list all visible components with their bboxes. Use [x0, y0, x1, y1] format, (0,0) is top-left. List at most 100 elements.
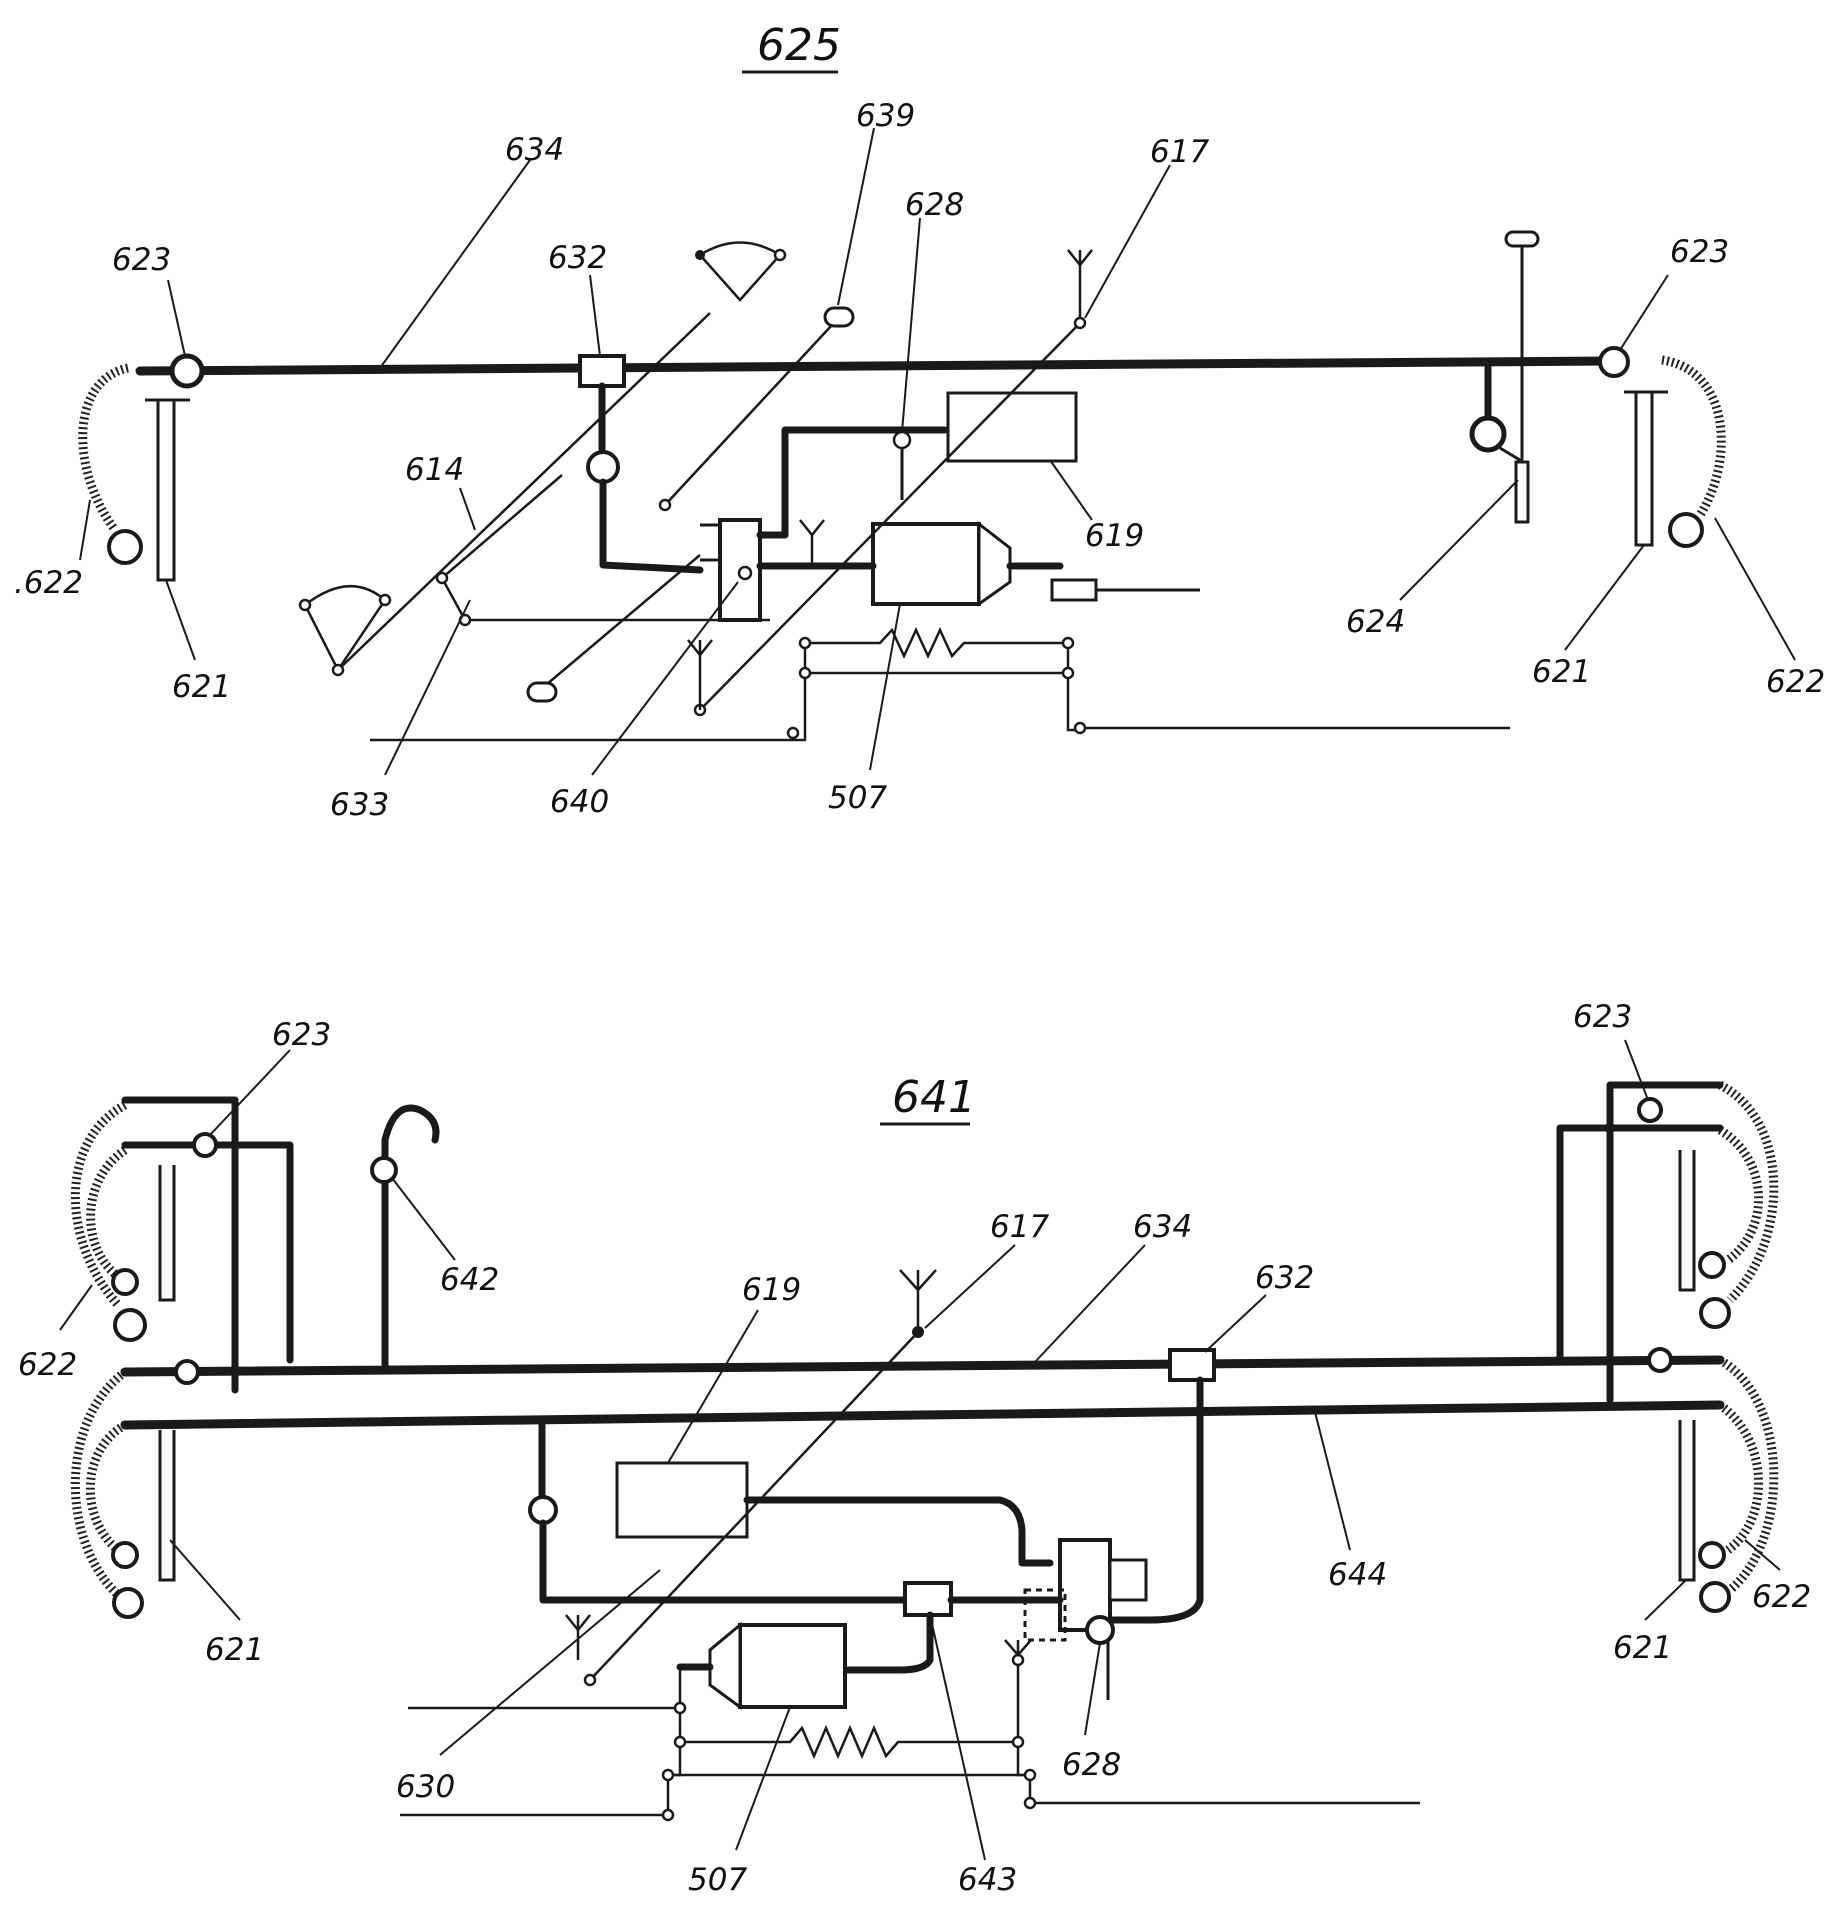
top-640-bracket — [687, 639, 713, 658]
bottom-left-lower-hose-b — [85, 1421, 128, 1554]
top-label-617: 617 — [1150, 134, 1209, 170]
top-label-621-right: 621 — [1532, 654, 1591, 690]
top-linkage-node-614 — [435, 571, 449, 585]
top-left-angle-cock-623 — [169, 353, 205, 389]
bottom-frame-node-c — [1011, 1735, 1025, 1749]
bottom-label-643: 643 — [958, 1862, 1017, 1898]
bottom-label-623-right: 623 — [1573, 999, 1632, 1035]
bottom-label-630: 630 — [396, 1769, 455, 1805]
top-frame-node-c — [798, 666, 812, 680]
top-label-640: 640 — [550, 784, 609, 820]
bottom-title: 641 — [892, 1072, 976, 1123]
top-cylinder-head — [977, 520, 1012, 607]
bottom-leader-617 — [924, 1244, 1016, 1329]
bottom-labels: 623 623 642 617 634 619 632 622 644 621 … — [18, 999, 1811, 1898]
top-sector-upper-node-a — [695, 250, 705, 260]
top-sector-lower — [303, 585, 387, 673]
top-leader-623-right — [1619, 274, 1669, 351]
top-cylinder-bracket — [799, 519, 825, 538]
top-emergency-valve-624 — [1469, 230, 1540, 524]
bottom-right-upper-hose-b — [1717, 1126, 1763, 1264]
bottom-leader-621-left — [169, 1539, 241, 1621]
bottom-distributor-cap — [1108, 1558, 1148, 1602]
bottom-left-upper-riser — [121, 1096, 239, 1394]
top-supply-pipe — [599, 478, 704, 574]
top-release-spring — [805, 627, 1068, 659]
top-label-623-right: 623 — [1670, 234, 1729, 270]
bottom-linkage-frame — [400, 1639, 1420, 1822]
top-left-coupling — [78, 353, 205, 582]
top-label-632: 632 — [548, 240, 607, 276]
bottom-617-bracket — [899, 1269, 937, 1292]
top-lower-handle — [526, 681, 558, 703]
top-air-distributor-640 — [700, 518, 762, 622]
bottom-label-642: 642 — [440, 1262, 499, 1298]
top-cylinder-body — [871, 522, 981, 606]
bottom-label-623-left: 623 — [272, 1017, 331, 1053]
top-leader-621-right — [1564, 544, 1645, 651]
top-frame-node-b — [1061, 636, 1075, 650]
bottom-rod-617-line — [589, 1329, 921, 1681]
top-label-507: 507 — [828, 780, 887, 816]
bottom-right-lower-cock — [1647, 1347, 1673, 1373]
top-leader-634 — [379, 159, 531, 369]
bottom-hose-642-line — [381, 1104, 440, 1372]
bottom-left-upper-hose-b — [86, 1146, 128, 1282]
bottom-air-distributor — [1023, 1538, 1148, 1700]
top-handle-rod-639 — [664, 324, 833, 506]
top-right-hanger-621 — [1634, 392, 1654, 547]
bottom-rod-617-pivot — [912, 1326, 924, 1338]
top-reservoir-619 — [946, 391, 1078, 463]
bottom-leader-623-right — [1624, 1039, 1649, 1101]
top-leader-622-right — [1714, 517, 1796, 661]
top-leaders — [79, 127, 1796, 776]
top-linkage-frame — [370, 627, 1510, 742]
bottom-frame-node-g — [1023, 1796, 1037, 1810]
bottom-valve-643 — [903, 1581, 953, 1617]
bottom-reservoir-619 — [615, 1461, 749, 1539]
top-leader-623-left — [167, 279, 186, 357]
bottom-release-spring — [680, 1724, 1018, 1760]
bottom-leader-622-right — [1744, 1539, 1781, 1571]
top-lower-handle-rod — [539, 554, 701, 691]
bottom-leader-643 — [929, 1614, 986, 1861]
bottom-right-angle-cock-623 — [1637, 1097, 1663, 1123]
bottom-cylinder-body — [738, 1623, 847, 1709]
top-emergency-handle — [1504, 230, 1540, 248]
top-emergency-valve-body — [1469, 415, 1507, 453]
top-left-hanger-621 — [156, 400, 176, 582]
bottom-hose-642 — [370, 1104, 440, 1372]
top-cylinder-clevis — [1050, 578, 1098, 602]
top-frame-left — [370, 640, 807, 742]
bottom-left-upper-head-a — [113, 1308, 147, 1342]
bottom-leader-507 — [735, 1706, 791, 1851]
top-leader-633 — [384, 599, 471, 776]
top-leader-624 — [1399, 479, 1519, 601]
bottom-label-619: 619 — [742, 1272, 801, 1308]
top-rod-617-node — [1073, 316, 1087, 330]
top-rod-617 — [699, 322, 1081, 711]
bottom-frame-node-d — [661, 1768, 675, 1782]
bottom-label-621-right: 621 — [1613, 1630, 1672, 1666]
bottom-left-lower-hose-a — [70, 1368, 128, 1599]
top-frame-node-e — [786, 726, 800, 740]
top-left-coupling-head — [107, 529, 143, 565]
bottom-rod-617 — [565, 1269, 937, 1687]
bottom-leader-628 — [1084, 1642, 1101, 1736]
bottom-dashed-housing — [1023, 1588, 1067, 1642]
bottom-right-upper-riser — [1606, 1081, 1724, 1404]
bottom-cylinder-head — [708, 1621, 742, 1710]
bottom-leader-621-right — [1644, 1579, 1687, 1621]
top-labels: 639 634 628 617 623 632 623 614 619 .622… — [14, 98, 1825, 823]
bottom-brake-cylinder-507 — [676, 1621, 847, 1710]
bottom-right-upper-hanger — [1678, 1150, 1696, 1292]
bottom-cock-628 — [1085, 1615, 1115, 1645]
bottom-leaders — [59, 1039, 1781, 1861]
bottom-frame-node-e — [1023, 1768, 1037, 1782]
bottom-label-622-right: 622 — [1752, 1579, 1811, 1615]
bottom-distributor-body — [1058, 1538, 1112, 1632]
top-label-619: 619 — [1085, 518, 1144, 554]
bottom-label-634: 634 — [1133, 1209, 1192, 1245]
